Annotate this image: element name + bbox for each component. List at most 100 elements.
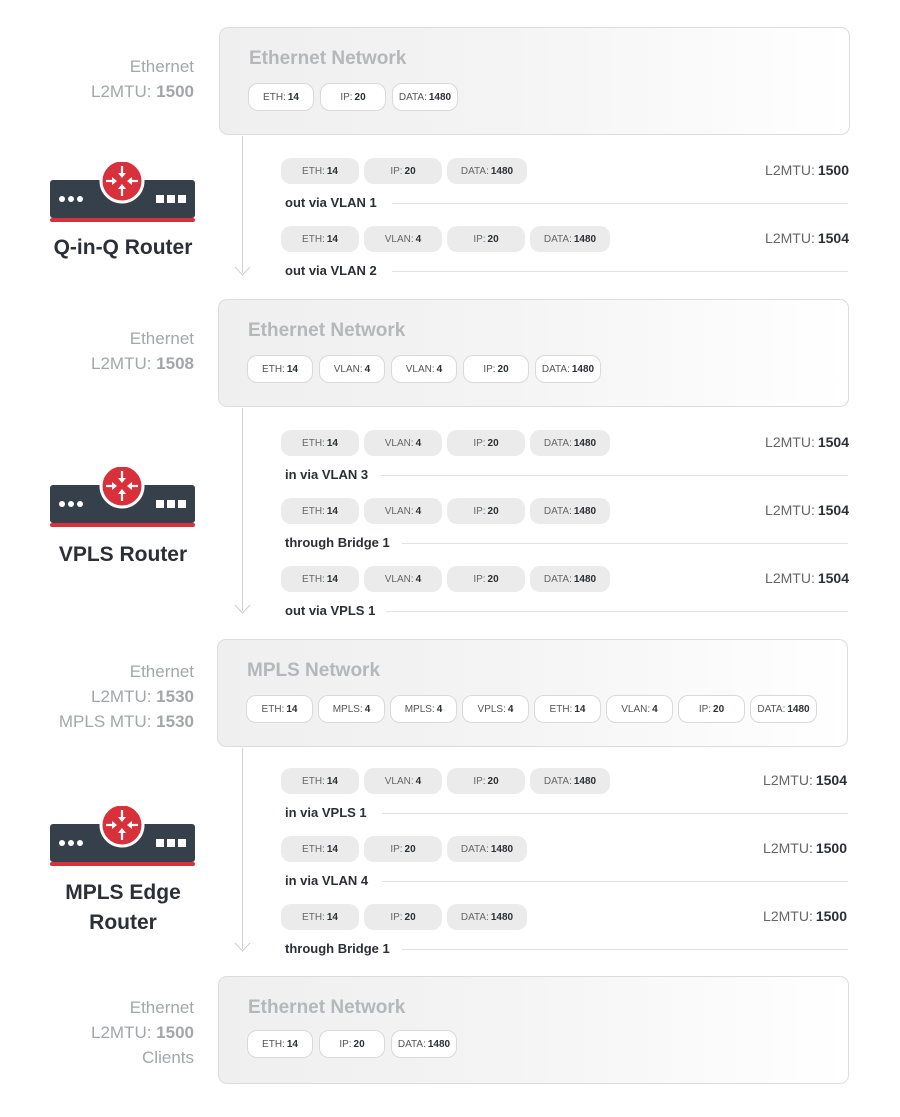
flow-line [242,408,243,611]
router-icon [50,467,195,527]
header-pill: ETH:14 [247,1030,313,1058]
packet-pill: ETH:14 [281,904,359,930]
header-pill: IP:20 [678,695,745,723]
packet-pill: IP:20 [364,836,442,862]
arrow-down-icon [234,266,251,276]
packet-pill: ETH:14 [281,226,359,252]
divider [382,813,848,814]
packet-pill: IP:20 [447,566,525,592]
packet-pill: ETH:14 [281,498,359,524]
packet-header-row: ETH:14 MPLS:4 MPLS:4 VPLS:4 ETH:14 VLAN:… [246,695,817,723]
packet-pill: IP:20 [447,430,525,456]
step-label: in via VLAN 3 [285,467,369,482]
header-pill: DATA:1480 [535,355,601,383]
packet-pill: ETH:14 [281,768,359,794]
packet-pill: IP:20 [364,904,442,930]
l2mtu-readout: L2MTU:1504 [763,772,847,788]
step-label: through Bridge 1 [285,941,390,956]
step-label: out via VPLS 1 [285,603,376,618]
network-title: Ethernet Network [249,48,407,69]
router-icon [50,162,195,222]
l2mtu-readout: L2MTU:1500 [763,908,847,924]
step-label: out via VLAN 2 [285,263,377,278]
divider [382,881,848,882]
router-name: MPLS Edge Router [65,881,181,934]
network-4-side-label: Ethernet L2MTU: 1500 Clients [90,998,194,1067]
network-3-side-label: Ethernet L2MTU: 1530 MPLS MTU: 1530 [58,662,194,731]
packet-header-row: ETH:14 IP:20 DATA:1480 [247,1030,457,1058]
packet-pill: DATA:1480 [447,836,527,862]
router-icon [50,806,195,866]
header-pill: DATA:1480 [750,695,817,723]
l2mtu-readout: L2MTU:1504 [765,230,849,246]
packet-pill: ETH:14 [281,158,359,184]
packet-pill: IP:20 [447,226,525,252]
l2mtu-readout: L2MTU:1500 [763,840,847,856]
flow-line [242,748,243,949]
arrow-down-icon [234,604,251,614]
header-pill: MPLS:4 [390,695,457,723]
packet-pill: ETH:14 [281,430,359,456]
network-box: MPLS Network ETH:14 MPLS:4 MPLS:4 VPLS:4… [217,639,848,747]
network-box: Ethernet Network ETH:14 VLAN:4 VLAN:4 IP… [218,299,849,407]
packet-pill: DATA:1480 [530,430,610,456]
header-pill: VPLS:4 [462,695,529,723]
divider [386,611,848,612]
packet-pill: VLAN:4 [364,430,442,456]
step-label: in via VLAN 4 [285,873,369,888]
header-pill: MPLS:4 [318,695,385,723]
flow-line [242,136,243,273]
side-l2mtu-label: L2MTU: [90,82,157,101]
divider [392,203,848,204]
header-pill: IP:20 [463,355,529,383]
packet-pill: VLAN:4 [364,226,442,252]
header-pill: ETH:14 [248,83,314,111]
header-pill: IP:20 [320,83,386,111]
network-title: MPLS Network [247,660,381,681]
step-label: in via VPLS 1 [285,805,367,820]
l2mtu-readout: L2MTU:1504 [765,502,849,518]
packet-pill: DATA:1480 [447,904,527,930]
header-pill: DATA:1480 [391,1030,457,1058]
step-label: out via VLAN 1 [285,195,377,210]
packet-pill: IP:20 [447,768,525,794]
l2mtu-readout: L2MTU:1504 [765,570,849,586]
l2mtu-readout: L2MTU:1500 [765,162,849,178]
header-pill: ETH:14 [534,695,601,723]
router-name: VPLS Router [58,543,188,566]
l2mtu-readout: L2MTU:1504 [765,434,849,450]
packet-pill: IP:20 [364,158,442,184]
packet-pill: VLAN:4 [364,566,442,592]
side-medium: Ethernet [129,57,194,76]
packet-header-row: ETH:14 VLAN:4 VLAN:4 IP:20 DATA:1480 [247,355,601,383]
packet-header-row: ETH:14 IP:20 DATA:1480 [248,83,458,111]
step-label: through Bridge 1 [285,535,390,550]
packet-pill: ETH:14 [281,566,359,592]
router-name: Q-in-Q Router [53,236,193,259]
header-pill: VLAN:4 [606,695,673,723]
header-pill: VLAN:4 [319,355,385,383]
header-pill: IP:20 [319,1030,385,1058]
header-pill: ETH:14 [247,355,313,383]
packet-pill: DATA:1480 [530,566,610,592]
network-box: Ethernet Network ETH:14 IP:20 DATA:1480 [219,27,850,135]
packet-pill: DATA:1480 [530,498,610,524]
divider [402,543,848,544]
divider [392,271,848,272]
arrow-down-icon [234,942,251,952]
network-1-side-label: Ethernet L2MTU: 1500 [91,54,194,104]
network-title: Ethernet Network [248,320,406,341]
network-box: Ethernet Network ETH:14 IP:20 DATA:1480 [218,976,849,1084]
packet-pill: VLAN:4 [364,498,442,524]
header-pill: DATA:1480 [392,83,458,111]
packet-pill: DATA:1480 [530,226,610,252]
packet-pill: DATA:1480 [530,768,610,794]
packet-pill: ETH:14 [281,836,359,862]
packet-pill: IP:20 [447,498,525,524]
divider [381,475,848,476]
header-pill: ETH:14 [246,695,313,723]
packet-pill: DATA:1480 [447,158,527,184]
divider [402,949,848,950]
network-2-side-label: Ethernet L2MTU: 1508 [90,329,194,373]
side-l2mtu-value: 1500 [156,82,194,101]
